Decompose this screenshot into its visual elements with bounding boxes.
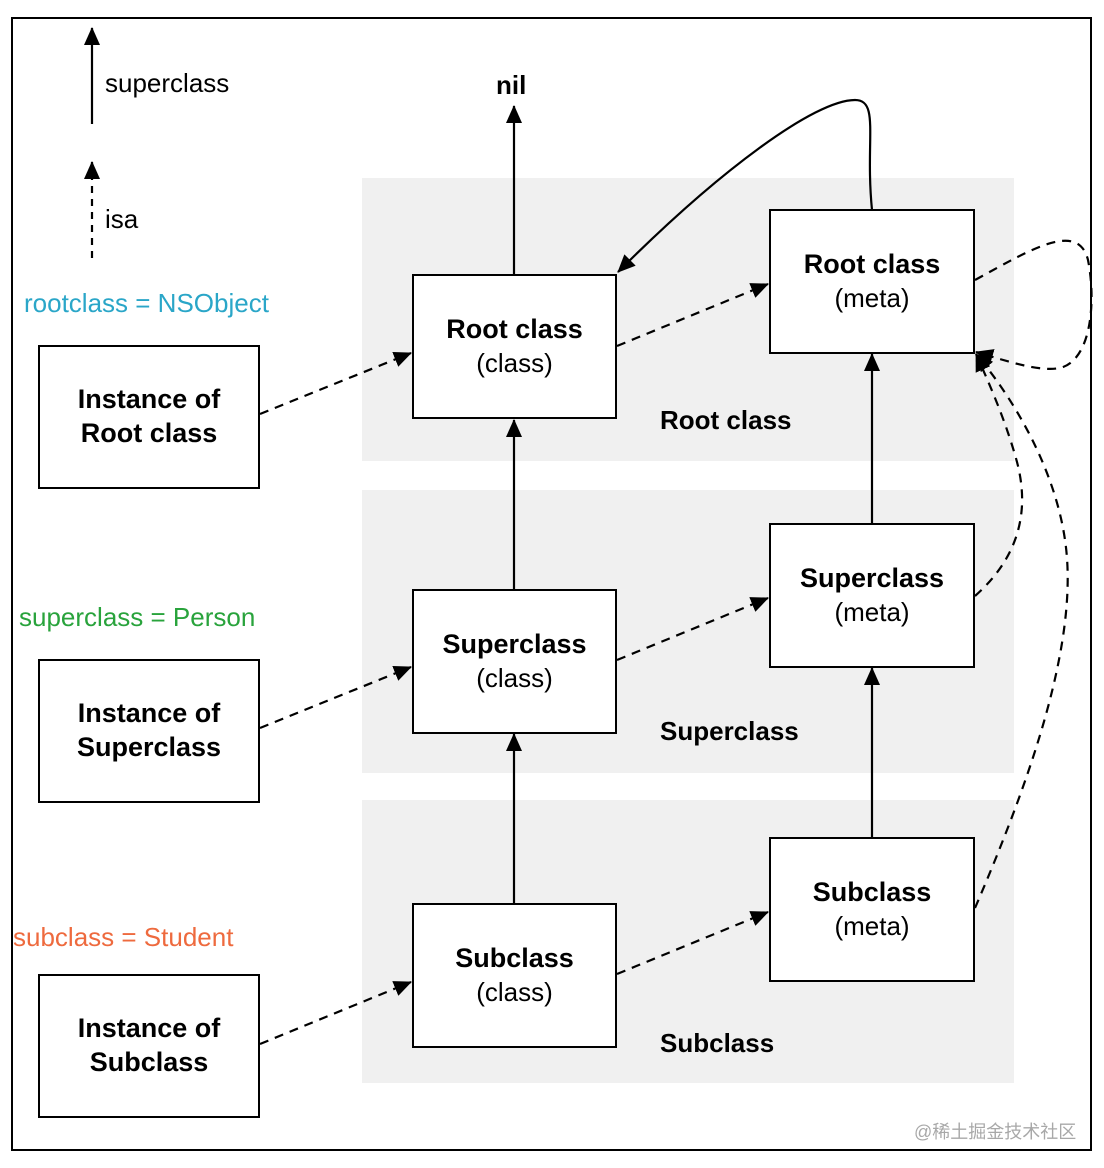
band-label-superclass: Superclass	[660, 716, 799, 746]
superclass-class-title: Superclass	[442, 629, 587, 660]
root-meta-to-root-class-arrow	[617, 98, 874, 273]
instance-super-isa-arrow	[259, 665, 412, 730]
instance-root-isa-arrow	[259, 351, 412, 416]
instance-of-subclass-box: Instance of Subclass	[38, 974, 260, 1118]
superclass-class-kind: (class)	[476, 663, 553, 694]
superclass-class-box: Superclass (class)	[412, 589, 617, 734]
root-class-isa-arrow	[616, 282, 769, 348]
instance-sub-line1: Instance of	[77, 1013, 221, 1044]
rootclass-config-label: rootclass = NSObject	[24, 288, 269, 318]
instance-sub-line2: Subclass	[89, 1047, 209, 1077]
subclass-meta-kind: (meta)	[834, 911, 910, 942]
subclass-isa-arrow	[616, 910, 769, 976]
instance-sub-isa-arrow	[259, 980, 412, 1046]
root-meta-title: Root class	[803, 249, 941, 280]
subclass-meta-box: Subclass (meta)	[769, 837, 975, 982]
subclass-class-title: Subclass	[455, 943, 574, 974]
root-class-box: Root class (class)	[412, 274, 617, 419]
nil-label: nil	[496, 70, 527, 100]
instance-root-line1: Instance of	[77, 384, 221, 415]
subclass-class-kind: (class)	[476, 977, 553, 1008]
superclass-meta-box: Superclass (meta)	[769, 523, 975, 668]
instance-root-line2: Root class	[80, 418, 218, 448]
sub-meta-isa-arrow	[973, 353, 1069, 909]
subclass-class-box: Subclass (class)	[412, 903, 617, 1048]
root-meta-box: Root class (meta)	[769, 209, 975, 354]
diagram-frame	[11, 17, 1092, 1151]
subclass-meta-title: Subclass	[812, 877, 932, 908]
band-label-subclass: Subclass	[660, 1028, 775, 1058]
watermark: @稀土掘金技术社区	[914, 1122, 1077, 1142]
root-class-kind: (class)	[476, 348, 553, 379]
superclass-isa-arrow	[616, 596, 769, 662]
root-class-title: Root class	[446, 314, 583, 345]
instance-super-line2: Superclass	[76, 732, 222, 762]
superclass-meta-title: Superclass	[799, 563, 945, 594]
root-meta-self-isa-arrow	[974, 239, 1093, 370]
legend-superclass-label: superclass	[105, 68, 230, 98]
superclass-meta-kind: (meta)	[834, 597, 910, 628]
instance-of-superclass-box: Instance of Superclass	[38, 659, 260, 803]
instance-super-line1: Instance of	[77, 698, 221, 729]
instance-of-root-class-box: Instance of Root class	[38, 345, 260, 489]
subclass-config-label: subclass = Student	[13, 922, 234, 952]
band-label-root: Root class	[660, 405, 792, 435]
root-meta-kind: (meta)	[834, 283, 910, 314]
legend-isa-label: isa	[105, 204, 139, 234]
super-meta-isa-arrow	[974, 353, 1024, 597]
superclass-config-label: superclass = Person	[19, 602, 256, 632]
